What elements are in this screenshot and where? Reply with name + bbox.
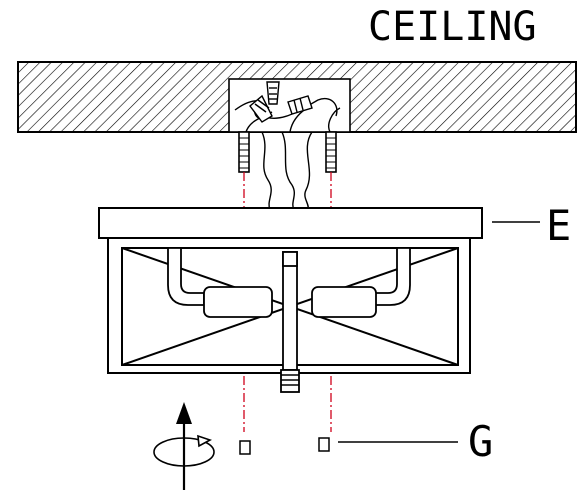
fixture-wires [261, 131, 313, 211]
lamp-arms [167, 247, 411, 318]
tighten-arrow [176, 402, 192, 490]
part-label-g: G [468, 417, 493, 466]
part-label-e: E [546, 201, 571, 250]
cap-nut-left [239, 440, 251, 455]
mounting-screw-right [325, 131, 337, 173]
center-stem [280, 251, 300, 393]
rotate-icon [153, 434, 215, 467]
wire-nuts [249, 81, 313, 123]
alignment-guides [243, 172, 332, 432]
mounting-screw-left [238, 131, 250, 173]
canopy-plate [98, 207, 483, 239]
ceiling-slab [17, 61, 577, 133]
ceiling-label: CEILING [368, 4, 537, 50]
cap-nut-right [318, 437, 330, 452]
